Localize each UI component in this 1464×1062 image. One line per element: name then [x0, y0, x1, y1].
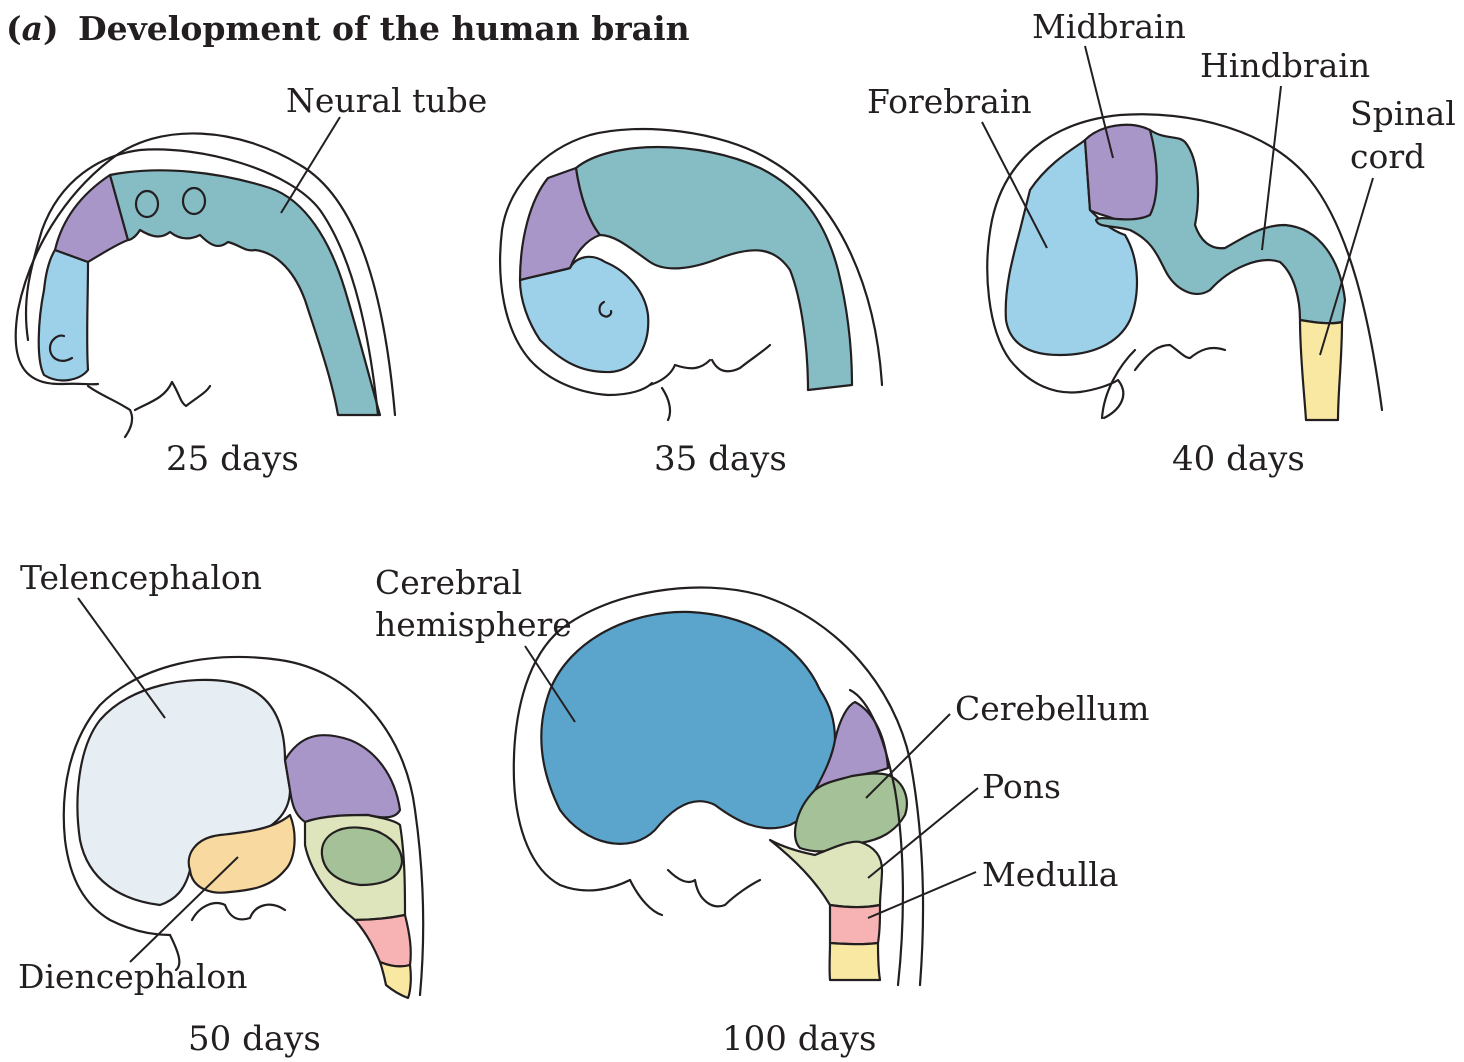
caption-100-days: 100 days — [722, 1019, 876, 1059]
figure-title-text: Development of the human brain — [78, 9, 690, 48]
cerebral-hemisphere-region-100 — [541, 612, 835, 844]
face-contour-40 — [1080, 345, 1225, 418]
panel-letter: a — [22, 9, 43, 48]
leader-telencephalon — [78, 598, 165, 718]
neural-tube-region-25 — [110, 170, 380, 415]
face-contour-35 — [650, 345, 770, 420]
spinal-cord-region-40 — [1300, 320, 1342, 420]
spinal-cord-region-50 — [380, 962, 411, 998]
caption-50-days: 50 days — [188, 1019, 321, 1059]
svg-text:(a): (a) — [6, 9, 59, 48]
label-pons: Pons — [982, 767, 1061, 806]
label-forebrain: Forebrain — [867, 82, 1032, 121]
label-diencephalon: Diencephalon — [18, 957, 248, 996]
midbrain-region-40 — [1085, 125, 1158, 223]
label-midbrain: Midbrain — [1032, 7, 1186, 46]
label-cerebellum: Cerebellum — [955, 689, 1149, 728]
stage-35-days: 35 days — [500, 129, 882, 479]
label-medulla: Medulla — [982, 855, 1118, 894]
label-telencephalon: Telencephalon — [20, 558, 262, 597]
stage-40-days: Forebrain Midbrain Hindbrain Spinal cord… — [867, 7, 1456, 479]
caption-35-days: 35 days — [654, 439, 787, 479]
face-contour-25 — [88, 382, 210, 437]
label-hemisphere: hemisphere — [375, 605, 572, 644]
caption-40-days: 40 days — [1172, 439, 1305, 479]
medulla-region-50 — [355, 915, 411, 966]
medulla-region-100 — [830, 905, 880, 944]
label-cord: cord — [1350, 137, 1425, 176]
stage-25-days: Neural tube 25 days — [16, 81, 488, 479]
label-neural-tube: Neural tube — [286, 81, 487, 120]
stage-50-days: Telencephalon Diencephalon 50 days — [18, 558, 423, 1059]
label-cerebral: Cerebral — [375, 563, 522, 602]
stage-100-days: Cerebral hemisphere Cerebellum Pons Medu… — [375, 563, 1149, 1059]
pons-region-100 — [770, 840, 882, 907]
caption-25-days: 25 days — [166, 439, 299, 479]
midbrain-region-50 — [285, 735, 400, 822]
figure-title: (a) Development of the human brain — [6, 9, 690, 48]
label-hindbrain: Hindbrain — [1200, 46, 1370, 85]
face-contour-100 — [630, 870, 760, 915]
label-spinal: Spinal — [1350, 94, 1456, 133]
spinal-cord-region-100 — [830, 943, 880, 980]
